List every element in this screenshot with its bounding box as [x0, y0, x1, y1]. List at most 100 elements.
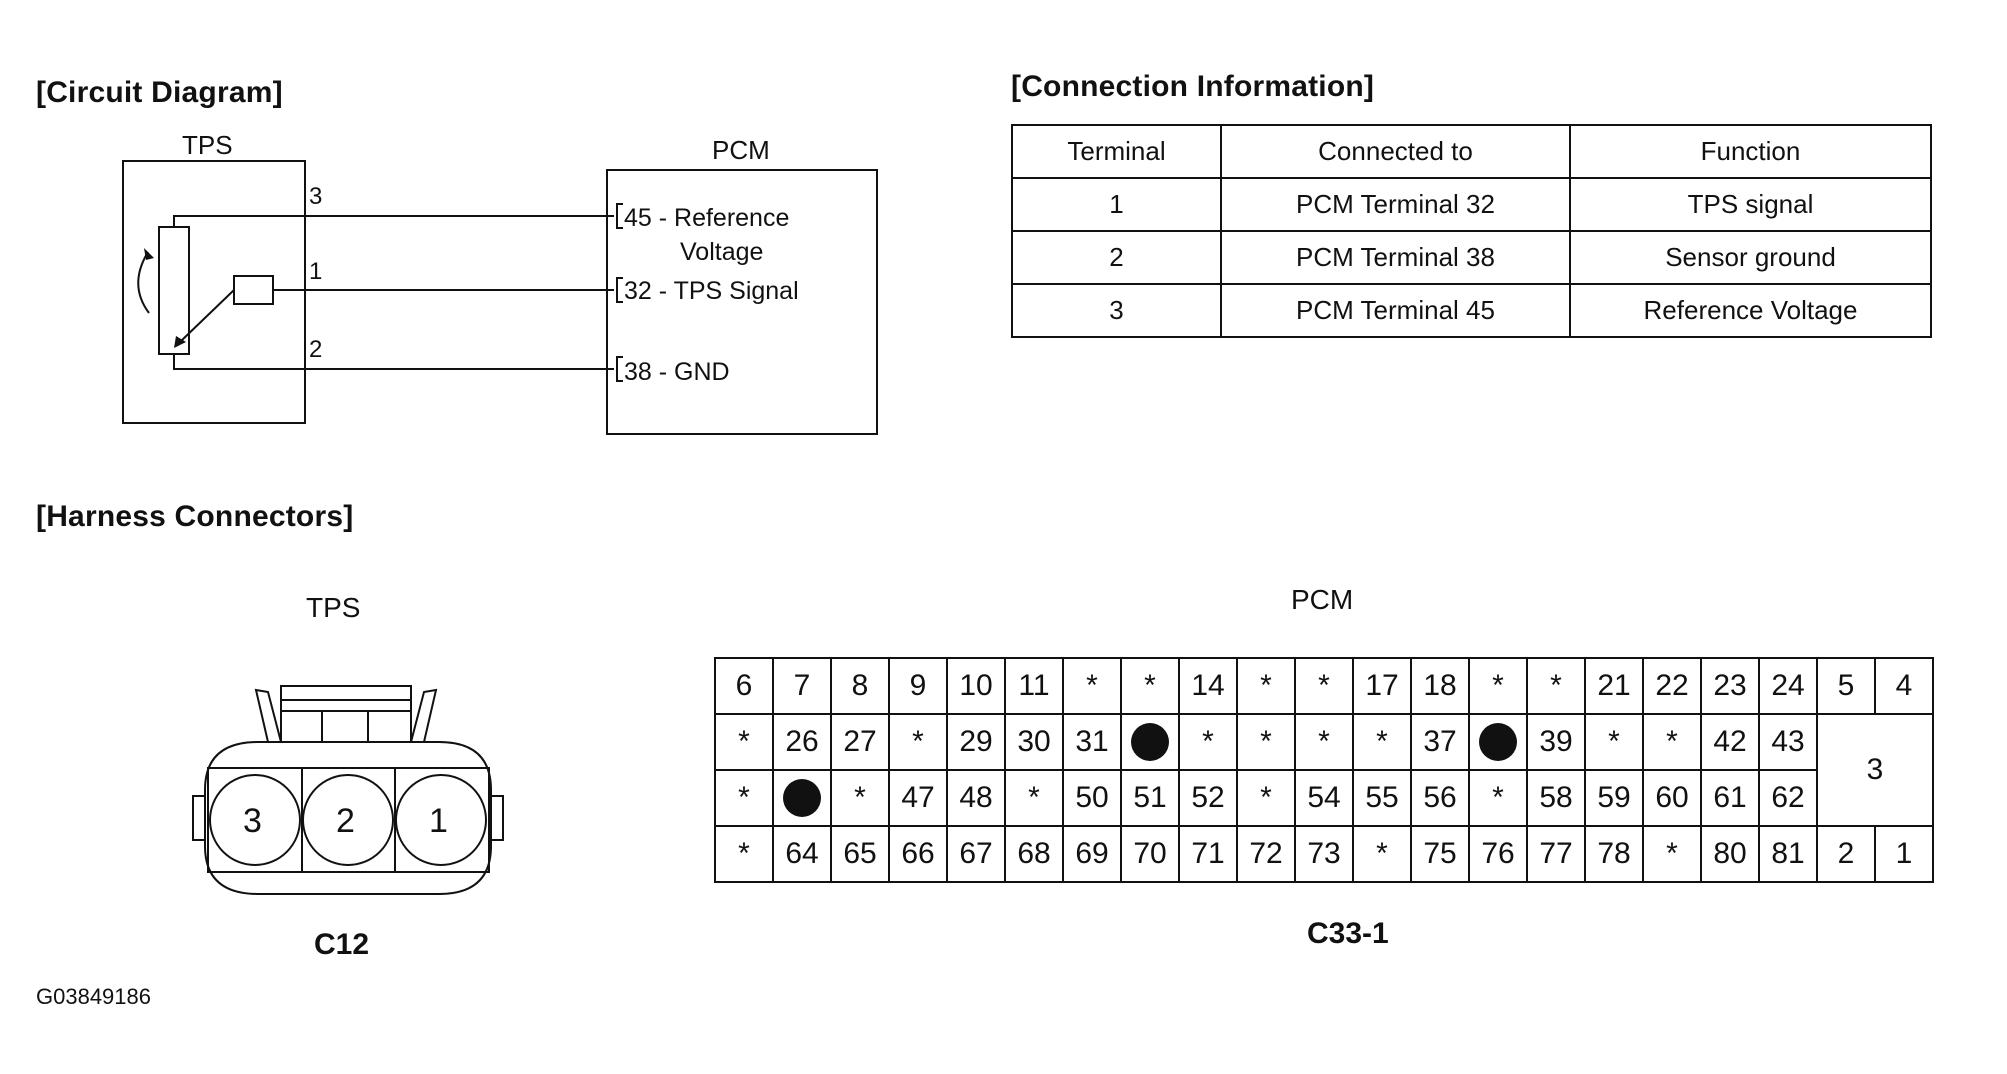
pin-cell: 5 [1816, 657, 1876, 715]
pin-cell: * [1004, 769, 1064, 827]
pin-cell: 6 [714, 657, 774, 715]
tps-connector-c12 [192, 685, 504, 895]
pin-cell: 8 [830, 657, 890, 715]
wiper [180, 289, 235, 342]
rotation-arrow [137, 251, 150, 314]
pin-cell: * [1584, 713, 1644, 771]
table-cell: 3 [1011, 283, 1222, 338]
rotation-arrow-head [144, 248, 154, 260]
pin-cell: * [1236, 657, 1296, 715]
tps-pin-1: 1 [309, 258, 322, 285]
pin-cell: * [1352, 825, 1412, 883]
pin-cell: 54 [1294, 769, 1354, 827]
pin-cell: 17 [1352, 657, 1412, 715]
pin-cell: 81 [1758, 825, 1818, 883]
pin-cell: * [1062, 657, 1122, 715]
connection-table-header: Terminal Connected to Function [1011, 124, 1932, 179]
pin-cell: 69 [1062, 825, 1122, 883]
pin-cell: 55 [1352, 769, 1412, 827]
pcm-terminal-38: 38 - GND [624, 358, 730, 386]
pin-cell: 61 [1700, 769, 1760, 827]
pin-cell: * [888, 713, 948, 771]
pin-cell: 11 [1004, 657, 1064, 715]
pin-cell: 21 [1584, 657, 1644, 715]
pin-cell: 30 [1004, 713, 1064, 771]
terminal-bracket-32 [616, 277, 623, 303]
pin-cell: * [1526, 657, 1586, 715]
pin-cell: 3 [1816, 713, 1934, 827]
pin-cell: 7 [772, 657, 832, 715]
circuit-diagram-title: [Circuit Diagram] [36, 76, 283, 109]
pin-cell: * [1294, 657, 1354, 715]
tps-connector-id: C12 [314, 928, 370, 961]
pin-cell: 27 [830, 713, 890, 771]
pin-cell: 60 [1642, 769, 1702, 827]
pin-cell: 31 [1062, 713, 1122, 771]
table-cell: PCM Terminal 45 [1220, 283, 1571, 338]
pin-cell: * [1642, 713, 1702, 771]
tps-connector-pin-1: 1 [429, 802, 448, 840]
tps-connector-label: TPS [306, 592, 361, 623]
pin-cell: 24 [1758, 657, 1818, 715]
pin-cell: * [714, 825, 774, 883]
pin-cell: 26 [772, 713, 832, 771]
table-cell: PCM Terminal 32 [1220, 177, 1571, 232]
table-cell: 2 [1011, 230, 1222, 285]
pin-cell: 76 [1468, 825, 1528, 883]
pcm-terminal-45-line2: Voltage [680, 238, 763, 266]
figure-id: G03849186 [36, 984, 151, 1009]
tps-connector-pin-2: 2 [336, 802, 355, 840]
tps-connector-pin-3: 3 [243, 802, 262, 840]
pin-cell: 62 [1758, 769, 1818, 827]
pin-cell: 75 [1410, 825, 1470, 883]
pin-cell: * [1468, 769, 1528, 827]
table-row: 3 PCM Terminal 45 Reference Voltage [1011, 283, 1932, 338]
pin-cell: 52 [1178, 769, 1238, 827]
pin-cell: 50 [1062, 769, 1122, 827]
tps-box [122, 160, 306, 424]
pin-cell: 64 [772, 825, 832, 883]
pin-cell: 73 [1294, 825, 1354, 883]
pin-cell: 43 [1758, 713, 1818, 771]
pin-cell: * [1468, 657, 1528, 715]
pin-cell: 72 [1236, 825, 1296, 883]
pin-cell: 22 [1642, 657, 1702, 715]
header-function: Function [1569, 124, 1932, 179]
pin-cell: 14 [1178, 657, 1238, 715]
pin-cell: * [714, 769, 774, 827]
pin-cell: 58 [1526, 769, 1586, 827]
pin-cell: 18 [1410, 657, 1470, 715]
pin-cell-filled [1120, 713, 1180, 771]
wire-ground [173, 354, 614, 370]
harness-connectors-title: [Harness Connectors] [36, 500, 354, 533]
pin-cell: 1 [1874, 825, 1934, 883]
terminal-bracket-45 [616, 203, 623, 229]
pin-cell: 51 [1120, 769, 1180, 827]
pin-cell: 67 [946, 825, 1006, 883]
pin-cell: * [830, 769, 890, 827]
pin-cell: 10 [946, 657, 1006, 715]
header-connected-to: Connected to [1220, 124, 1571, 179]
pin-cell: 68 [1004, 825, 1064, 883]
pin-cell: 9 [888, 657, 948, 715]
pin-cell: * [1236, 769, 1296, 827]
sensor-element [233, 275, 274, 305]
pcm-terminal-45: 45 - Reference [624, 204, 789, 232]
pcm-terminal-32: 32 - TPS Signal [624, 277, 799, 305]
pin-cell: 77 [1526, 825, 1586, 883]
pin-cell: 56 [1410, 769, 1470, 827]
pin-cell: * [714, 713, 774, 771]
pin-cell: 59 [1584, 769, 1644, 827]
pin-cell: 29 [946, 713, 1006, 771]
pin-cell-filled [1468, 713, 1528, 771]
pin-cell: 37 [1410, 713, 1470, 771]
table-cell: Reference Voltage [1569, 283, 1932, 338]
potentiometer [158, 226, 190, 355]
pin-cell: 48 [946, 769, 1006, 827]
tps-box-label: TPS [182, 130, 233, 160]
